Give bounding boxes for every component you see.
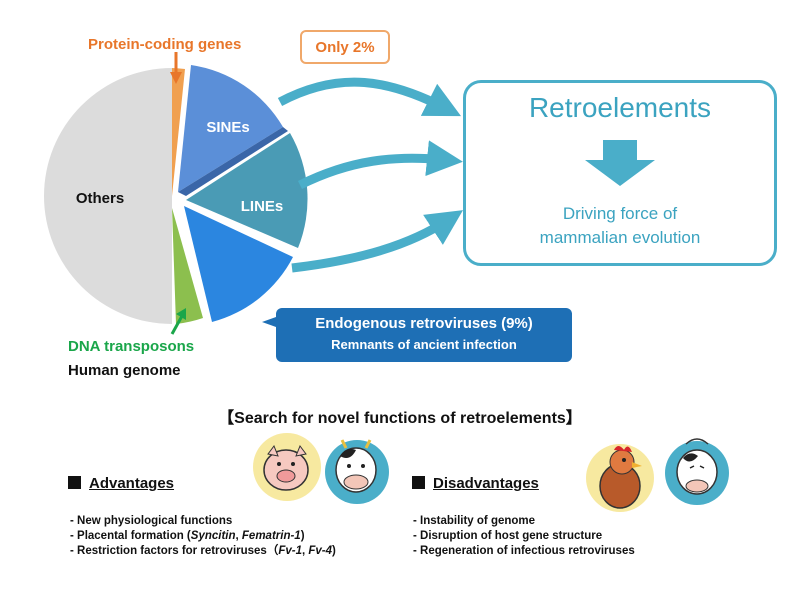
advantage-item-3: - Restriction factors for retroviruses（F… <box>70 544 336 559</box>
pie-slice-dna-transposons <box>172 208 203 324</box>
pie-slice-lines <box>186 133 308 248</box>
search-heading: 【Search for novel functions of retroelem… <box>218 410 582 427</box>
erv-callout-box <box>276 308 572 362</box>
pie-slice-sines-edge <box>178 127 288 196</box>
rooster-illustration <box>586 444 654 512</box>
pie-slice-erv <box>184 206 293 322</box>
arrow-lines-to-retro <box>297 140 463 190</box>
erv-title: Endogenous retroviruses (9%) <box>315 315 533 332</box>
pie-slice-protein-coding <box>172 68 185 196</box>
pie-slice-sines <box>178 65 283 192</box>
dna-transposons-label: DNA transposons <box>68 338 195 355</box>
disadvantage-item-3: - Regeneration of infectious retroviruse… <box>413 545 635 557</box>
disadvantage-item-2: - Disruption of host gene structure <box>413 530 603 542</box>
arrow-erv-to-retro <box>291 210 464 273</box>
arrow-sines-to-retro <box>277 77 462 117</box>
sick-cow-illustration <box>665 438 729 505</box>
disadvantage-item-1: - Instability of genome <box>413 515 536 527</box>
dna-pointer-head <box>176 308 186 320</box>
advantages-list: - New physiological functions - Placenta… <box>70 514 336 559</box>
dna-pointer-arrow <box>170 315 184 335</box>
only-2-percent-callout: Only 2% <box>300 30 390 64</box>
driving-force-line2: mammalian evolution <box>539 228 701 247</box>
advantage-item-2-mid: , <box>235 530 242 542</box>
advantages-heading: Advantages <box>68 475 174 492</box>
advantage-item-3-post: ) <box>332 545 336 557</box>
disadvantages-list: - Instability of genome - Disruption of … <box>413 514 635 559</box>
syncitin-text: Syncitin <box>190 530 236 542</box>
advantage-item-2-post: ) <box>300 530 305 542</box>
fv1-text: Fv-1 <box>278 545 302 557</box>
fv4-text: Fv-4 <box>308 545 333 557</box>
advantage-item-2-pre: - Placental formation ( <box>70 530 191 542</box>
driving-force-line1: Driving force of <box>562 204 678 223</box>
protein-pointer-head <box>170 72 182 84</box>
advantages-heading-text: Advantages <box>89 475 175 492</box>
advantage-item-3-mid: , <box>302 545 309 557</box>
bullet-square-icon <box>412 476 425 489</box>
retroelements-box <box>463 80 777 266</box>
down-arrow <box>585 140 655 186</box>
human-genome-label: Human genome <box>68 362 181 379</box>
fematrin-text: Fematrin-1 <box>241 530 301 542</box>
pie-label-lines: LINEs <box>241 198 284 215</box>
cow-illustration <box>325 439 389 504</box>
retroelements-title: Retroelements <box>528 92 712 123</box>
pie-label-others: Others <box>76 190 124 207</box>
erv-subtitle: Remnants of ancient infection <box>331 337 517 352</box>
protein-coding-label: Protein-coding genes <box>88 36 242 53</box>
pig-illustration <box>253 433 321 501</box>
pie-slice-others <box>44 68 172 324</box>
advantage-item-1: - New physiological functions <box>70 515 233 527</box>
advantage-item-2: - Placental formation (Syncitin, Fematri… <box>70 529 336 544</box>
advantage-item-3-pre: - Restriction factors for retroviruses（ <box>70 545 279 557</box>
bullet-square-icon <box>68 476 81 489</box>
disadvantages-heading: Disadvantages <box>412 475 539 492</box>
pie-label-sines: SINEs <box>206 119 249 136</box>
disadvantages-heading-text: Disadvantages <box>433 475 539 492</box>
